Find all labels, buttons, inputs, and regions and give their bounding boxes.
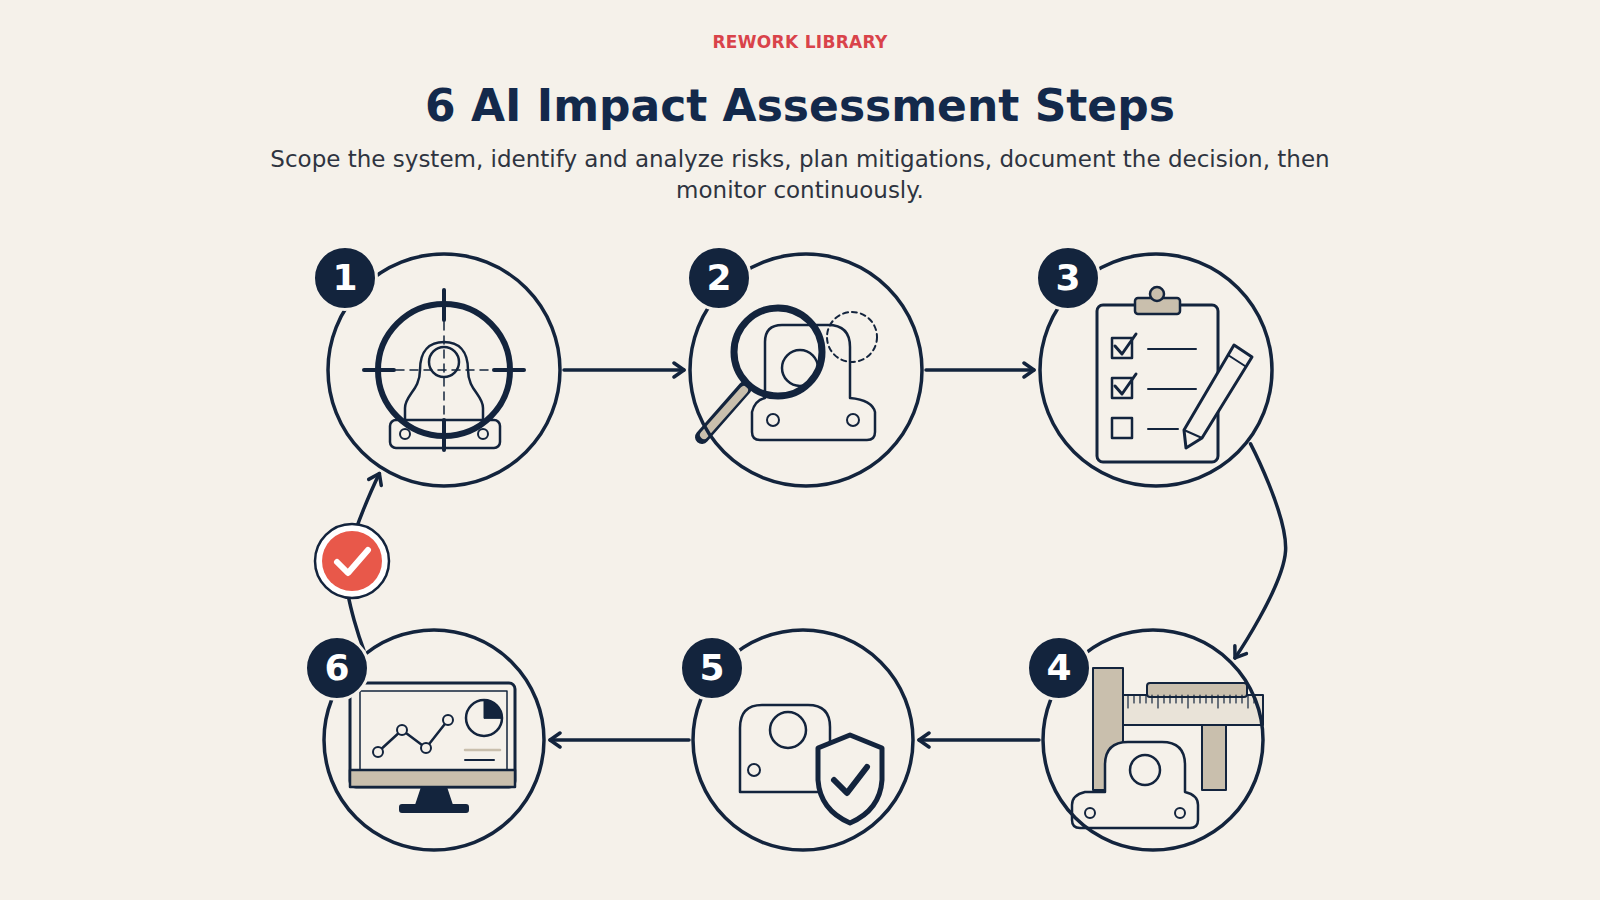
caliper-icon: [1072, 668, 1263, 828]
shield-icon: [740, 705, 882, 823]
checklist-icon: [1097, 287, 1252, 462]
step-circle: 2: [688, 252, 924, 488]
step-circle: 5: [691, 628, 915, 852]
step-number: 2: [686, 245, 752, 311]
step-number: 5: [679, 635, 745, 701]
caption: Scope the system, identify and analyze r…: [235, 144, 1365, 206]
flow-arrow: [564, 368, 684, 372]
flow-arrow: [919, 738, 1039, 742]
flow-arrow: [1235, 444, 1286, 658]
flow-arrow: [550, 738, 689, 742]
monitor-icon: [350, 683, 515, 812]
step-circle: 6: [322, 628, 546, 852]
title: 6 AI Impact Assessment Steps: [0, 80, 1600, 131]
step-number: 4: [1026, 635, 1092, 701]
step-number: 1: [312, 245, 378, 311]
step-number: 3: [1035, 245, 1101, 311]
step-number: 6: [304, 635, 370, 701]
step-circle: 4: [1041, 628, 1265, 852]
step-circle: 3: [1038, 252, 1274, 488]
eyebrow-label: REWORK LIBRARY: [0, 32, 1600, 52]
check-badge: [315, 524, 389, 598]
target-icon: [364, 290, 524, 450]
magnifier-icon: [702, 308, 877, 440]
flow-arrow: [926, 368, 1034, 372]
step-circle: 1: [326, 252, 562, 488]
